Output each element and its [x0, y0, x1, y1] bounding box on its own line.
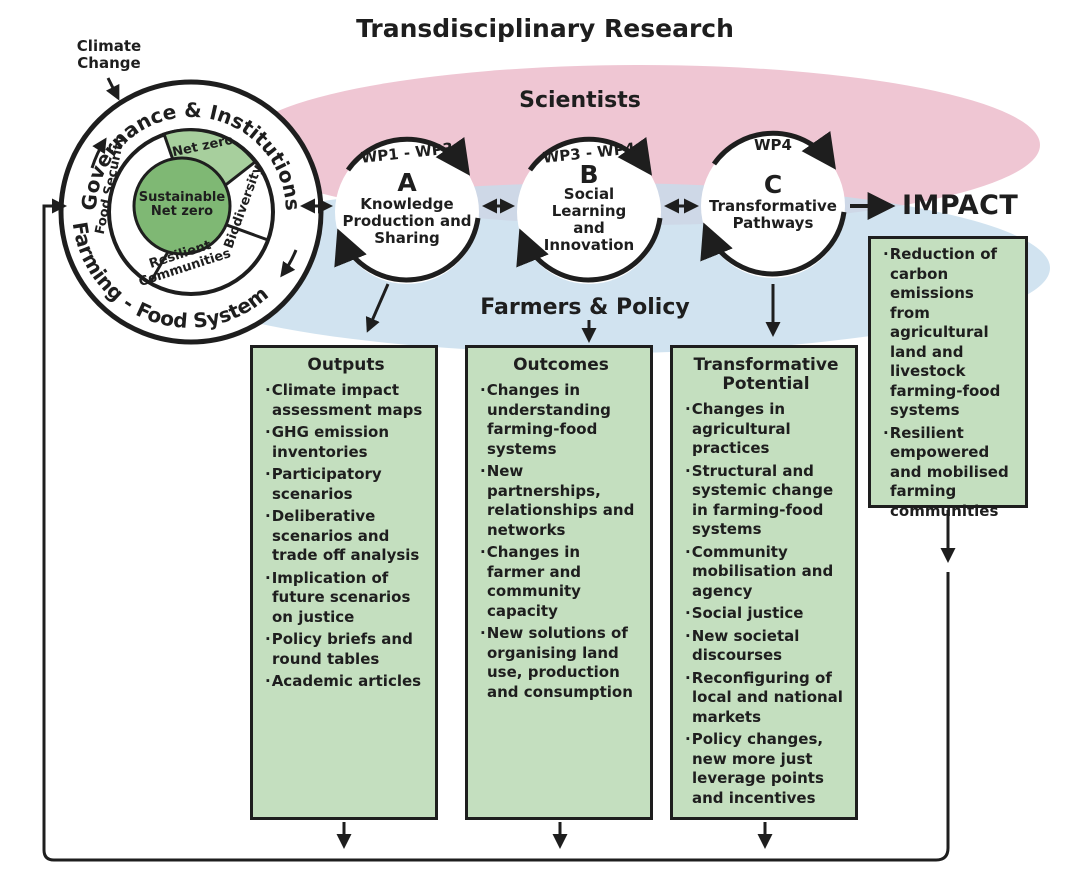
- circle-c-wp: WP4: [754, 136, 792, 154]
- list-item: Climate impact assessment maps: [265, 381, 427, 420]
- list-item: Structural and systemic change in farmin…: [685, 462, 847, 540]
- impact-label: IMPACT: [902, 190, 1019, 221]
- circle-b-text: Social Learning and Innovation: [543, 185, 635, 254]
- circle-c-text: Transformative Pathways: [709, 197, 837, 232]
- list-item: Implication of future scenarios on justi…: [265, 569, 427, 628]
- impact-box: Reduction of carbon emissions from agric…: [868, 236, 1028, 520]
- list-item: Reconfiguring of local and national mark…: [685, 669, 847, 728]
- circle-b: [516, 136, 663, 284]
- list-item: New societal discourses: [685, 627, 847, 666]
- wheel-center: [132, 156, 232, 256]
- scientists-label: Scientists: [519, 88, 641, 113]
- climate-change-label: Climate Change: [76, 37, 142, 72]
- circle-a: [334, 136, 481, 284]
- circle-b-letter: B: [579, 160, 599, 189]
- list-item: Deliberative scenarios and trade off ana…: [265, 507, 427, 566]
- circle-a-text: Knowledge Production and Sharing: [342, 195, 472, 247]
- list-item: Changes in agricultural practices: [685, 400, 847, 459]
- transformative-list: Changes in agricultural practices Struct…: [685, 400, 847, 808]
- transformative-potential-box: Transformative Potential Changes in agri…: [670, 345, 858, 820]
- outputs-box: Outputs Climate impact assessment maps G…: [250, 345, 438, 820]
- list-item: Academic articles: [265, 672, 427, 692]
- list-item: New partnerships, relationships and netw…: [480, 462, 642, 540]
- wheel-center-label: Sustainable Net zero: [138, 190, 226, 219]
- outcomes-box: Outcomes Changes in understanding farmin…: [465, 345, 653, 820]
- list-item: Policy changes, new more just leverage p…: [685, 730, 847, 808]
- impact-list: Reduction of carbon emissions from agric…: [883, 245, 1017, 521]
- list-item: Participatory scenarios: [265, 465, 427, 504]
- outcomes-title: Outcomes: [513, 355, 609, 375]
- farmers-policy-label: Farmers & Policy: [480, 295, 690, 320]
- circle-a-letter: A: [397, 168, 417, 197]
- list-item: Social justice: [685, 604, 847, 624]
- outputs-list: Climate impact assessment maps GHG emiss…: [265, 381, 427, 692]
- list-item: Resilient empowered and mobilised farmin…: [883, 424, 1017, 522]
- circle-c: [700, 130, 847, 278]
- list-item: GHG emission inventories: [265, 423, 427, 462]
- circle-c-letter: C: [763, 170, 783, 199]
- outcomes-list: Changes in understanding farming-food sy…: [480, 381, 642, 702]
- transformative-title: Transformative Potential: [693, 355, 839, 394]
- list-item: Policy briefs and round tables: [265, 630, 427, 669]
- diagram-title: Transdisciplinary Research: [356, 14, 734, 43]
- list-item: Community mobilisation and agency: [685, 543, 847, 602]
- list-item: Reduction of carbon emissions from agric…: [883, 245, 1017, 421]
- list-item: Changes in understanding farming-food sy…: [480, 381, 642, 459]
- outputs-title: Outputs: [307, 355, 385, 375]
- list-item: New solutions of organising land use, pr…: [480, 624, 642, 702]
- list-item: Changes in farmer and community capacity: [480, 543, 642, 621]
